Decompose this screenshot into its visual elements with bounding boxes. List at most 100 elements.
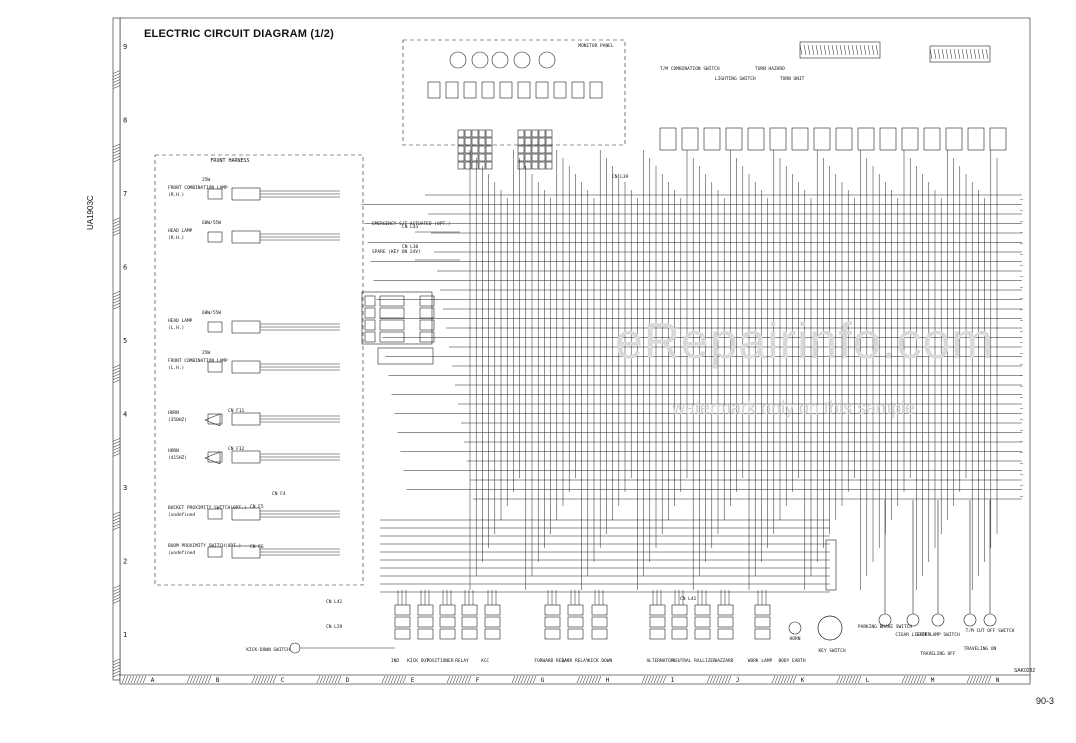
column-label-F: F [476,677,480,684]
connector-block [681,127,699,151]
ruler-hatch [269,675,274,684]
ruler-hatch [706,675,711,684]
ruler-hatch [913,675,918,684]
junction-connector [377,347,434,365]
relay-label-13: WORK LAMP [748,658,773,664]
ruler-hatch [251,675,256,684]
ruler-hatch [198,675,203,684]
bundle-hatch [965,48,969,60]
connector-block [835,127,853,151]
ruler-hatch [783,675,788,684]
relay-connector [694,628,711,640]
terminal-mark: — [1020,406,1024,412]
connector-block [231,412,261,426]
monitor-panel-label: MONITOR PANEL [578,43,614,49]
relay-label-8: KICK DOWN [588,658,613,664]
ruler-hatch [650,675,655,684]
connector-pin [478,129,486,138]
terminal-mark: — [1020,483,1024,489]
ruler-hatch [594,675,599,684]
gauge-2 [471,51,489,69]
bundle-hatch [867,44,871,56]
ruler-hatch [112,585,121,589]
ruler-hatch [520,675,525,684]
ruler-hatch [393,675,398,684]
relay-label-15: BODY EARTH [778,658,805,664]
bundle-hatch [807,44,811,56]
ruler-hatch [142,675,147,684]
ruler-hatch [526,675,531,684]
bundle-hatch [811,44,815,56]
watermark-main: eRepairinfo.com [615,313,995,369]
ruler-hatch [597,675,602,684]
ruler-hatch [133,675,138,684]
ruler-hatch [786,675,791,684]
bundle-hatch [847,44,851,56]
connector-pin [524,129,532,138]
ruler-hatch [112,453,121,457]
connector-pin [545,153,553,162]
column-label-B: B [216,677,220,684]
bundle-hatch [831,44,835,56]
ruler-hatch [266,675,271,684]
ruler-hatch [981,675,986,684]
connector-pin [471,129,479,138]
monitor-indicator [427,81,441,99]
component-sub-front-combo-l: (L.H.) [168,365,184,371]
top-component-turn-unit: TURN UNIT [780,76,805,82]
bundle-hatch [969,48,973,60]
ruler-hatch [112,379,121,384]
bundle-hatch [937,48,941,60]
bundle-hatch [819,44,823,56]
column-label-D: D [346,677,350,684]
bundle-hatch [799,44,803,56]
terminal-mark: — [1020,208,1024,214]
ruler-hatch [195,675,200,684]
connector-pin [538,137,546,146]
terminal-mark: — [1020,252,1024,258]
connector-block [379,295,405,307]
component-symbol-head-lamp-r [207,231,223,243]
ruler-hatch [727,675,732,684]
column-label-G: G [541,677,545,684]
terminal-mark: — [1020,197,1024,203]
connector-block [769,127,787,151]
relay-connector [591,616,608,628]
connector-pin [524,137,532,146]
drawing-number: SAK0282 [1014,668,1036,674]
component-symbol-front-combo-l [207,361,223,373]
ruler-hatch [112,364,121,369]
ruler-hatch [901,675,906,684]
component-watt-head-lamp-r: 60W/55W [202,220,221,226]
gauge-4 [513,51,531,69]
bundle-hatch [871,44,875,56]
row-label-1: 1 [123,631,127,639]
ruler-hatch [112,158,121,163]
ruler-hatch [112,296,121,301]
relay-connector [567,604,584,616]
connector-pin [538,129,546,138]
ruler-hatch [857,675,862,684]
top-component-lighting: LIGHTING SWITCH [715,76,756,82]
relay-connector [671,604,688,616]
connector-pin [419,331,435,343]
harness-bundle-top [799,41,881,59]
connector-block [231,230,261,244]
ruler-hatch [112,517,121,522]
connector-tag-cn-f5: CN F5 [250,504,264,510]
ruler-hatch [112,438,121,442]
ruler-hatch [656,675,661,684]
connector-pin [364,307,376,319]
relay-connector [439,616,456,628]
bundle-hatch [839,44,843,56]
relay-connector [694,604,711,616]
ruler-hatch [774,675,779,684]
ruler-hatch [316,675,321,684]
relay-connector [417,604,434,616]
ruler-hatch [112,526,121,531]
connector-pin [485,137,493,146]
connector-tag-cn-l42: CN L42 [326,599,343,605]
ruler-hatch [662,675,667,684]
ruler-hatch [112,149,121,154]
connector-block [379,307,405,319]
